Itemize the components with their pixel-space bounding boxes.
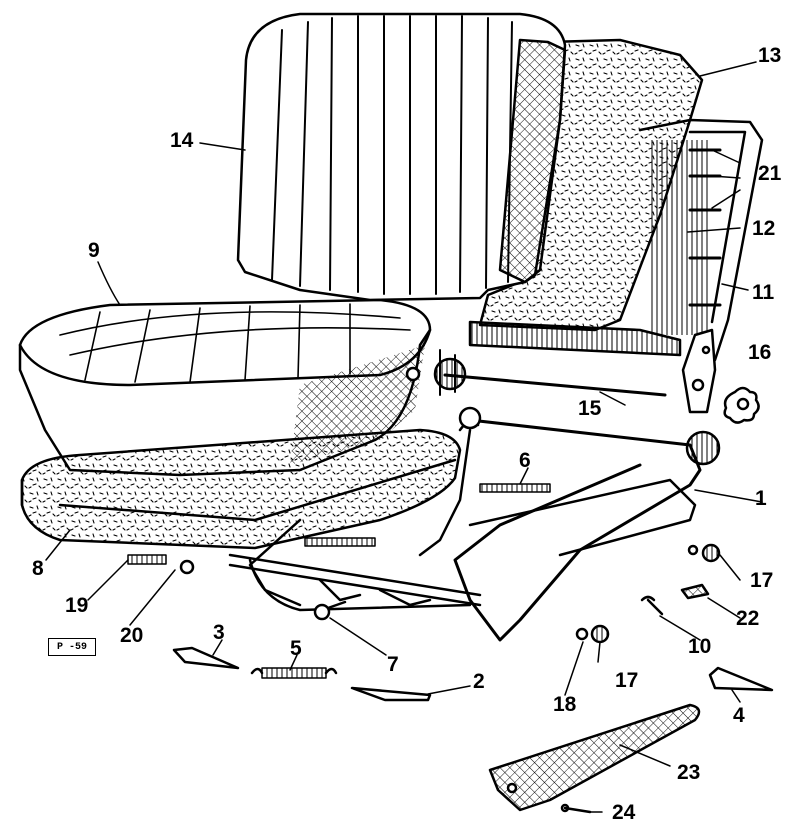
leader-lines [45,61,763,813]
knob-16 [723,386,760,424]
callout-17-lower: 17 [615,669,639,692]
callout-21: 21 [758,162,782,185]
adjust-rod [405,349,667,397]
callout-16: 16 [748,341,772,364]
knob-7 [313,600,347,621]
nut-20 [179,559,195,575]
callout-7: 7 [387,653,399,676]
callout-8: 8 [32,557,44,580]
rail-23 [488,703,701,812]
callout-19: 19 [65,594,89,617]
callout-14: 14 [170,129,194,152]
bracket-4 [708,666,774,692]
clip-22 [680,583,710,600]
callout-22: 22 [736,607,760,630]
callout-18: 18 [553,693,577,716]
callout-24: 24 [612,801,636,824]
callout-9: 9 [88,239,100,262]
seat-frame [228,406,721,642]
callout-3: 3 [213,621,225,644]
callout-17-upper: 17 [750,569,774,592]
callout-5: 5 [290,637,302,660]
pin-10 [640,595,664,616]
callout-4: 4 [733,704,745,727]
bracket-2 [350,686,432,702]
backrest-springs [468,320,682,357]
backrest-cover [236,12,567,302]
callout-1: 1 [755,487,767,510]
spring-5 [250,667,338,679]
bolt-19 [127,554,167,565]
callout-12: 12 [752,217,776,240]
callout-15: 15 [578,397,602,420]
seat-padding [20,428,462,550]
callout-20: 20 [120,624,144,647]
callout-6: 6 [519,449,531,472]
drawing-stamp: P -59 [48,638,96,656]
callout-2: 2 [473,670,485,693]
nut-17-lower [575,624,610,644]
spring-6 [479,483,551,493]
callout-13: 13 [758,44,782,67]
callout-10: 10 [688,635,712,658]
callout-23: 23 [677,761,701,784]
callout-11: 11 [752,281,775,304]
screw-24 [560,803,592,814]
nut-17-upper [687,543,721,563]
frame-spring [304,537,376,547]
bracket-3 [172,646,240,670]
